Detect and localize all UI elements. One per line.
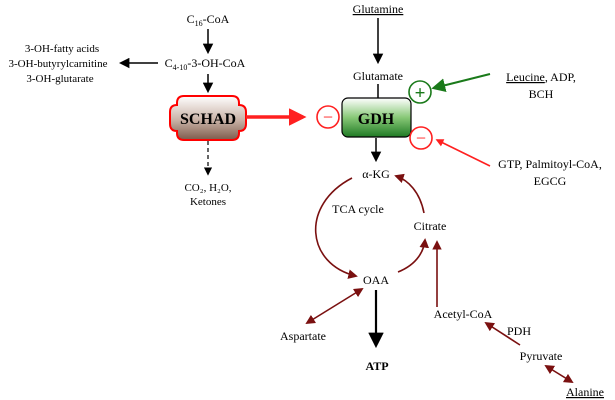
svg-text:+: + (415, 83, 426, 104)
activators-line1: Leucine, ADP, (506, 70, 576, 84)
tca-arc-citrate-to-akg (394, 173, 425, 214)
activators-arrow (431, 73, 491, 93)
hydroxy-butyrylcarnitine-label: 3-OH-butyrylcarnitine (9, 58, 108, 70)
gdh-enzyme-box: GDH (341, 97, 412, 138)
inhibitors-arrow (435, 139, 491, 167)
atp-label: ATP (365, 359, 388, 373)
aspartate-label: Aspartate (280, 329, 326, 343)
pdh-label: PDH (507, 324, 531, 338)
pyruvate-label: Pyruvate (520, 349, 563, 363)
tca-cycle-label: TCA cycle (332, 202, 384, 216)
glutamine-label: Glutamine (353, 2, 404, 16)
activators-line2: BCH (529, 87, 554, 101)
svg-text:−: − (323, 107, 333, 127)
gdh-label: GDH (358, 111, 395, 128)
pyruvate-alanine-arrow (544, 364, 574, 384)
co2-h2o-label: CO₂, H₂O, (184, 182, 231, 194)
oaa-label: OAA (363, 273, 389, 287)
ketones-label: Ketones (190, 196, 226, 208)
c4-10-oh-coa-label: C4-10-3-OH-CoA (165, 56, 246, 72)
hydroxy-glutarate-label: 3-OH-glutarate (26, 73, 93, 85)
schad-label: SCHAD (180, 111, 236, 128)
glutamate-label: Glutamate (353, 69, 403, 83)
c16-coa-label: C16-CoA (187, 12, 230, 28)
oaa-aspartate-arrow (305, 287, 364, 325)
svg-text:−: − (416, 128, 426, 148)
inhibitors-line1: GTP, Palmitoyl-CoA, (498, 157, 602, 171)
hydroxy-fatty-acids-label: 3-OH-fatty acids (25, 43, 99, 55)
schad-inhibition-minus-icon: − (316, 105, 340, 129)
tca-arc-akg-to-oaa (314, 177, 358, 279)
arrow-pyruvate-to-acetyl-coa (484, 321, 521, 346)
tca-arc-oaa-to-citrate (397, 238, 430, 273)
gdh-activation-plus-icon: + (408, 80, 432, 104)
alanine-label: Alanine (566, 385, 604, 399)
schad-enzyme-box: SCHAD (169, 95, 247, 141)
citrate-label: Citrate (414, 219, 447, 233)
gdh-inhibition-minus-icon: − (409, 126, 433, 150)
inhibitors-line2: EGCG (534, 174, 567, 188)
alpha-kg-label: α-KG (362, 167, 390, 181)
acetyl-coa-label: Acetyl-CoA (434, 307, 493, 321)
